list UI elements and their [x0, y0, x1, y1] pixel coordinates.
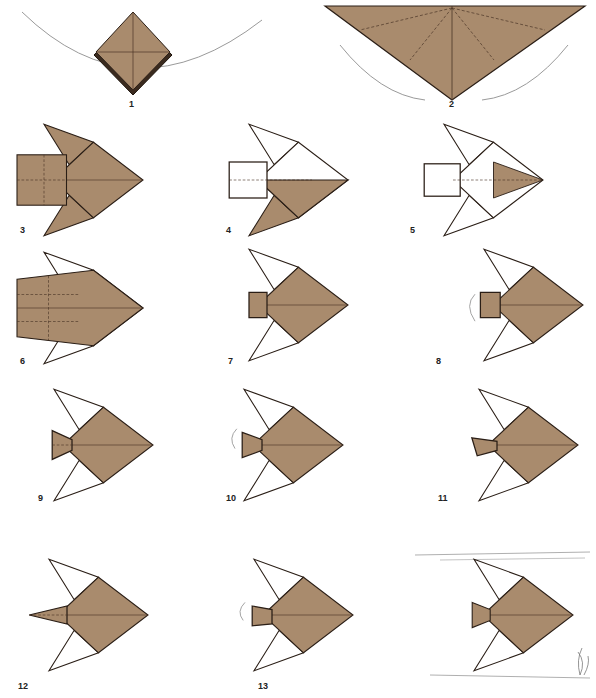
step-number: 2 [449, 100, 454, 109]
step-number: 3 [20, 226, 25, 235]
step-number: 11 [438, 494, 448, 503]
step-number: 13 [258, 682, 268, 691]
step-number: 7 [228, 357, 233, 366]
step-number: 8 [436, 357, 441, 366]
step-number: 10 [226, 494, 236, 503]
step-number: 9 [38, 494, 43, 503]
step-number: 12 [18, 682, 28, 691]
step-number: 6 [20, 357, 25, 366]
step-number: 4 [226, 226, 231, 235]
step-number: 1 [129, 100, 134, 109]
step-number: 5 [410, 226, 415, 235]
